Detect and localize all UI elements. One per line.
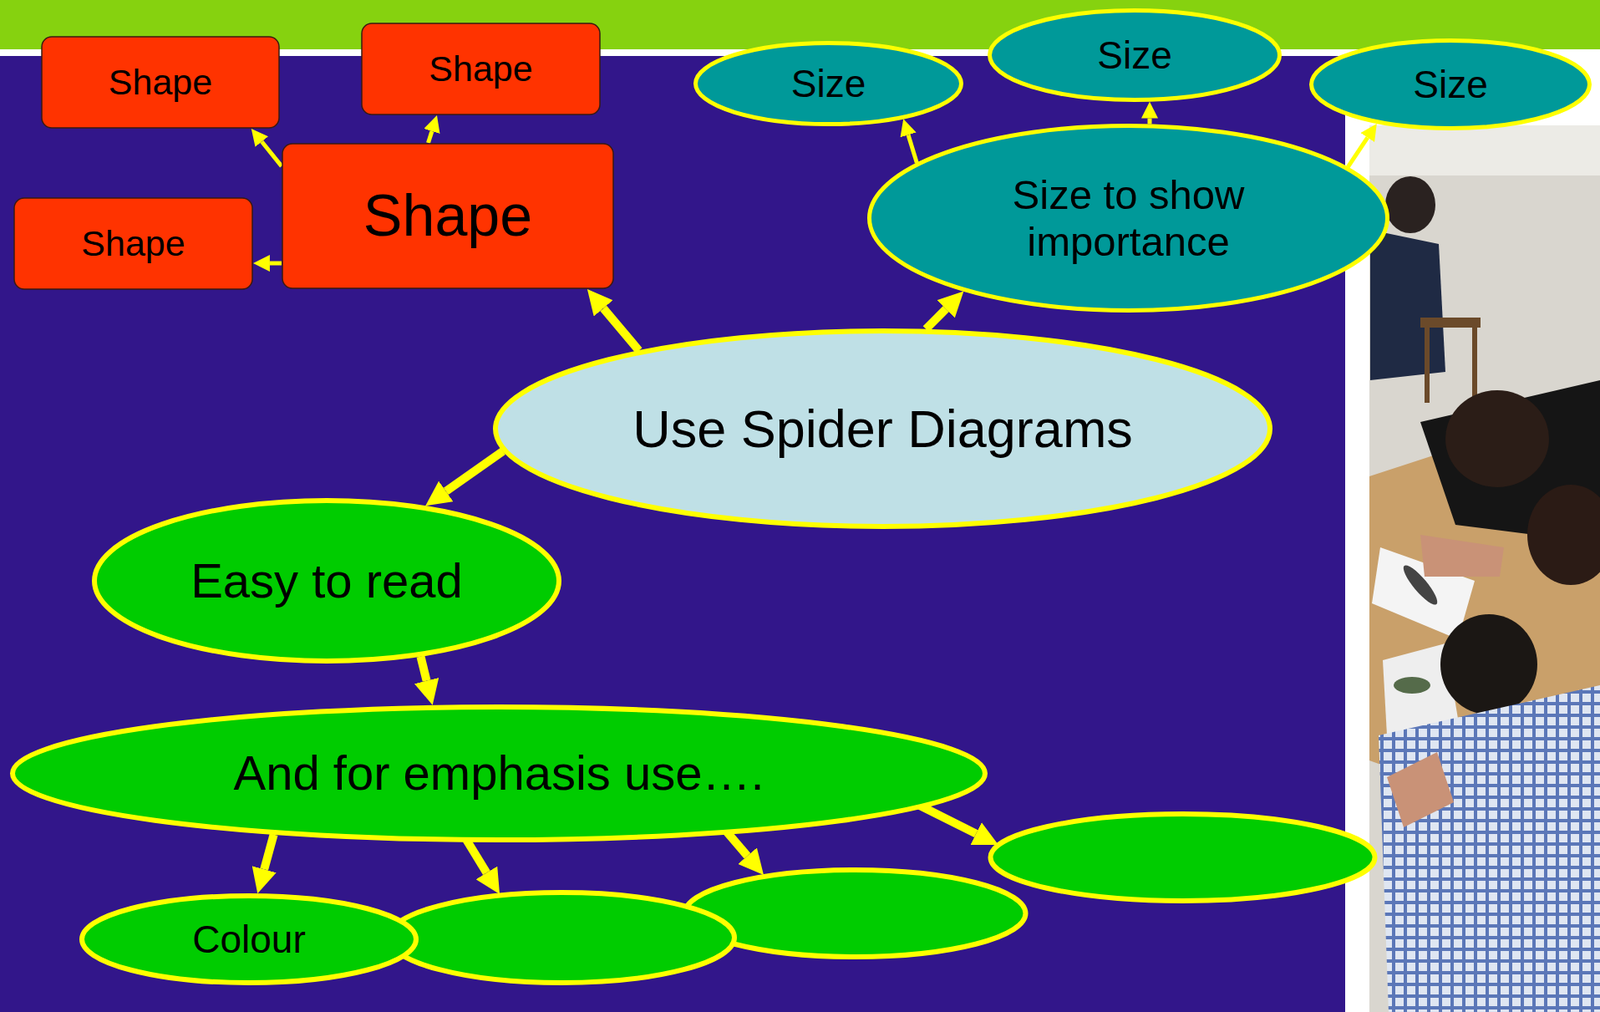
ellipse-outline	[1311, 40, 1590, 129]
size-ellipse-outline	[867, 123, 1390, 313]
node-text-group: Easy to read	[190, 553, 463, 610]
connector-arrow	[446, 451, 503, 492]
ellipse-outline	[12, 706, 986, 840]
box-outline	[14, 198, 253, 290]
size-ellipse: Size	[1309, 38, 1592, 131]
ellipse-outline	[990, 10, 1280, 101]
node-label: Size	[1097, 33, 1172, 78]
connector-arrow	[261, 142, 282, 167]
node-label: Size to show importance	[986, 171, 1271, 266]
node-text-group: Shape	[108, 61, 213, 103]
shape-box: Shape	[40, 35, 280, 129]
ellipse-outline	[94, 500, 559, 661]
branch-ellipse: Easy to read	[91, 497, 562, 664]
size-ellipse: Size	[693, 40, 964, 127]
node-text-group: Size	[791, 61, 866, 107]
branch-ellipse: Colour	[79, 893, 419, 986]
node-text-group: Size	[1412, 62, 1488, 107]
box-outline	[282, 143, 614, 289]
connector-arrow	[603, 308, 639, 351]
node-label: Colour	[192, 917, 306, 962]
shape-box: Shape	[13, 197, 254, 290]
node-label: Size	[1412, 62, 1488, 107]
node-text-group: Size	[1097, 33, 1172, 78]
node-label: Shape	[363, 182, 533, 250]
node-text-group: And for emphasis use….	[233, 745, 764, 802]
node-text-group: Shape	[81, 223, 185, 265]
node-text-group: Shape	[363, 182, 533, 250]
size-ellipse: Size	[987, 8, 1282, 102]
connector-arrow	[908, 134, 917, 163]
connector-arrow	[269, 261, 282, 266]
box-outline	[41, 36, 280, 128]
node-label: Size	[791, 61, 866, 107]
node-text-group: Colour	[192, 917, 306, 962]
classroom-photo	[1369, 125, 1600, 1012]
node-label: Shape	[81, 223, 185, 265]
ellipse-outline	[495, 330, 1270, 527]
node-label: Shape	[428, 48, 533, 90]
connector-arrow	[925, 309, 946, 330]
connector-arrow	[264, 834, 274, 870]
node-label: Shape	[108, 61, 213, 103]
connector-arrow	[1347, 137, 1367, 168]
node-text-group: Size to show importance	[986, 171, 1271, 266]
shape-box: Shape	[360, 22, 601, 116]
branch-ellipse: And for emphasis use….	[10, 704, 988, 843]
ellipse-outline	[869, 126, 1388, 311]
node-label: Use Spider Diagrams	[632, 398, 1133, 459]
node-text-group: Use Spider Diagrams	[632, 398, 1133, 459]
shape-box: Shape	[281, 142, 615, 290]
box-outline	[361, 23, 600, 115]
connector-arrow	[420, 656, 427, 681]
node-label: And for emphasis use….	[233, 745, 764, 802]
ellipse-outline	[695, 43, 962, 125]
ellipse-outline	[81, 895, 417, 983]
size-ellipse: Size to show importance	[867, 123, 1390, 313]
node-text-group: Shape	[428, 48, 533, 90]
central-ellipse: Use Spider Diagrams	[492, 328, 1273, 529]
connector-arrow	[1147, 118, 1153, 125]
node-label: Easy to read	[190, 553, 463, 610]
connector-arrow	[428, 131, 432, 143]
